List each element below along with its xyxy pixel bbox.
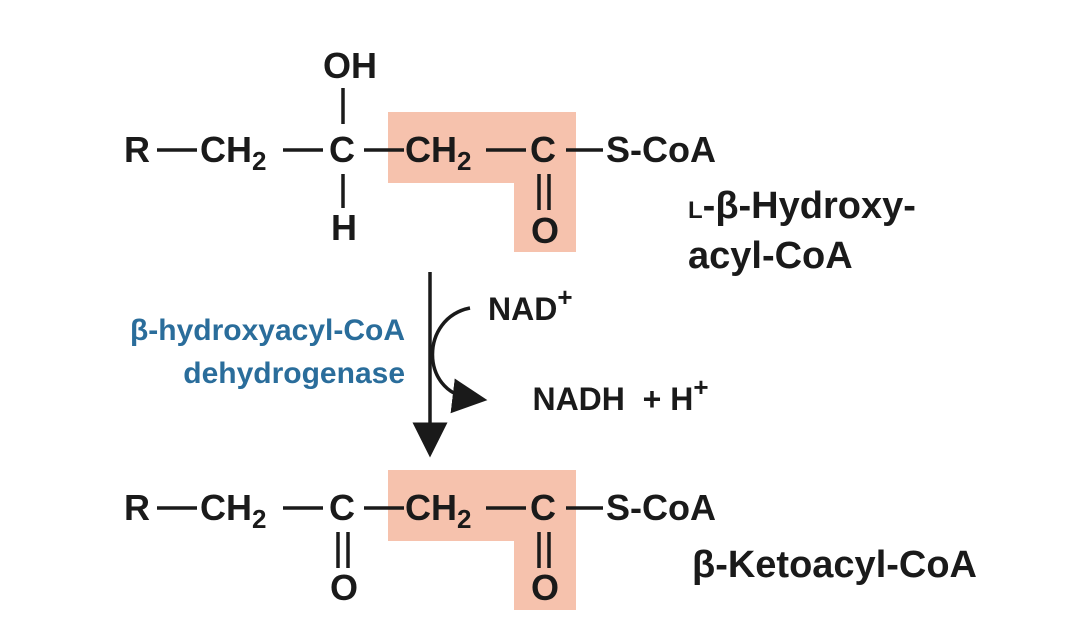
product-c-carbonyl: C bbox=[530, 487, 556, 528]
enzyme-name-line1: β-hydroxyacyl-CoA bbox=[130, 314, 405, 347]
reactant-oh: OH bbox=[323, 45, 377, 86]
product-c-keto: C bbox=[329, 487, 355, 528]
reactant-name-line1: L-β-Hydroxy- bbox=[688, 185, 916, 227]
reactant-o: O bbox=[531, 210, 559, 251]
reactant-highlight bbox=[388, 112, 576, 252]
cofactor-nadh: NADH + H+ bbox=[488, 367, 735, 417]
cofactor-nad: NAD+ bbox=[488, 282, 573, 327]
product-o: O bbox=[531, 567, 559, 608]
product-scoa: S-CoA bbox=[606, 487, 716, 528]
reactant-ch2-mid: CH2 bbox=[405, 129, 471, 176]
enzyme-name-line2: dehydrogenase bbox=[183, 357, 405, 390]
product-ch2-left: CH2 bbox=[200, 487, 266, 534]
reactant-ch2-left: CH2 bbox=[200, 129, 266, 176]
product-name: β-Ketoacyl-CoA bbox=[692, 544, 977, 586]
reactant-c-alpha: C bbox=[329, 129, 355, 170]
cofactor-curve bbox=[430, 306, 488, 414]
product-r: R bbox=[124, 487, 150, 528]
product-ch2-mid: CH2 bbox=[405, 487, 471, 534]
reactant-name-line2: acyl-CoA bbox=[688, 235, 853, 277]
product-highlight bbox=[388, 470, 576, 610]
reactant-r: R bbox=[124, 129, 150, 170]
reactant-c-carbonyl: C bbox=[530, 129, 556, 170]
product-o-keto: O bbox=[330, 567, 358, 608]
reactant-h: H bbox=[331, 207, 357, 248]
reactant-scoa: S-CoA bbox=[606, 129, 716, 170]
